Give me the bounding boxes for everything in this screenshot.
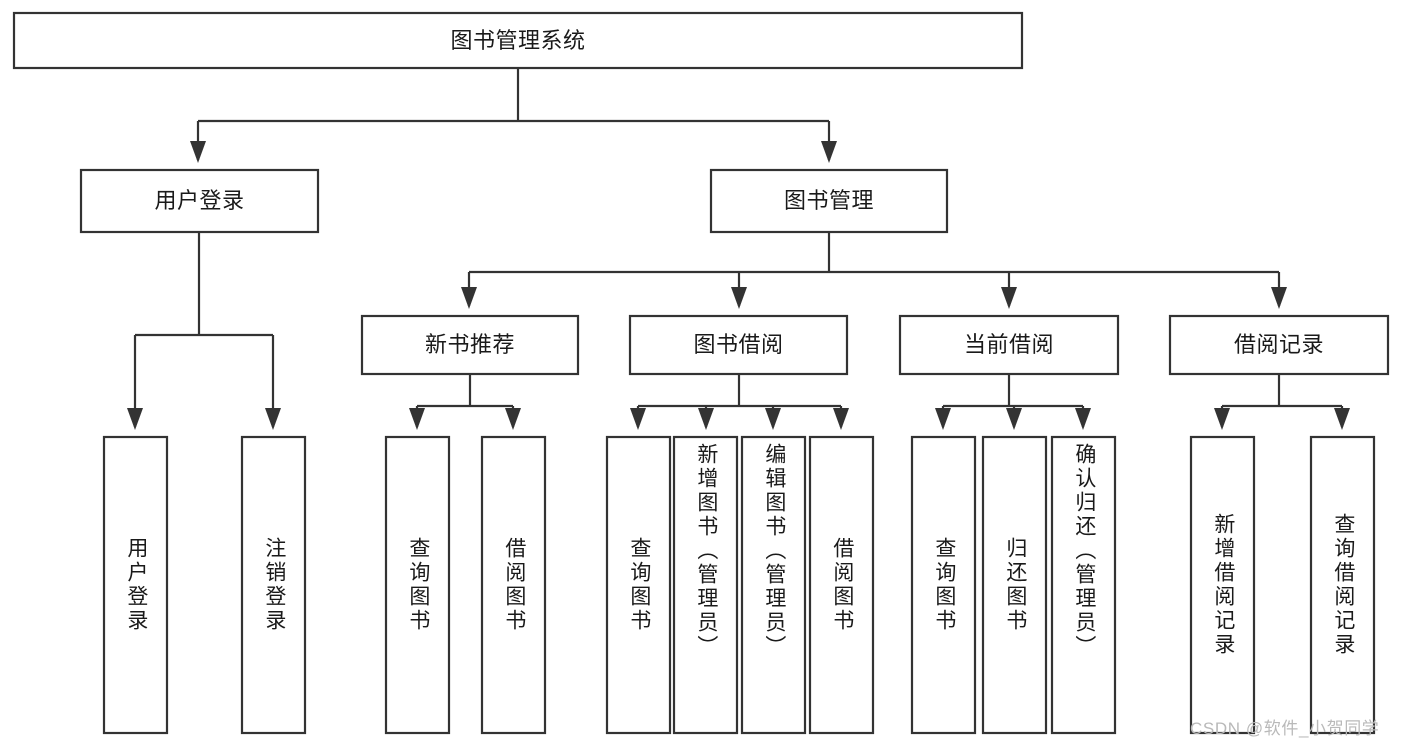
node-box-leaf-add-book-admin[interactable]: [672, 435, 739, 735]
node-label-leaf-edit-book-admin: 编辑图书（管理员）: [762, 443, 786, 659]
edge-to-leaf-edit-book-arrowhead: [765, 408, 781, 430]
node-box-book-borrow[interactable]: [628, 314, 849, 376]
edge-to-leaf-user-login-arrowhead: [127, 408, 143, 430]
edge-to-leaf-query-cur-arrowhead: [935, 408, 951, 430]
node-box-leaf-query-book-cur[interactable]: [910, 435, 977, 735]
edge-to-current-borrow-arrowhead: [1001, 287, 1017, 309]
node-box-leaf-edit-book-admin[interactable]: [740, 435, 807, 735]
node-box-leaf-query-book-rec[interactable]: [384, 435, 451, 735]
edge-to-leaf-add-book-arrowhead: [698, 408, 714, 430]
edge-to-leaf-query-rec-arrowhead: [409, 408, 425, 430]
node-label-new-book-recommend: 新书推荐: [424, 332, 515, 358]
node-layer: [12, 11, 1390, 735]
node-label-leaf-query-book-cur: 查询图书: [932, 537, 956, 633]
node-box-leaf-borrow-book-rec[interactable]: [480, 435, 547, 735]
node-box-leaf-confirm-return-admin[interactable]: [1050, 435, 1117, 735]
node-box-leaf-logout[interactable]: [240, 435, 307, 735]
edge-to-leaf-return-arrowhead: [1006, 408, 1022, 430]
node-label-leaf-return-book: 归还图书: [1003, 537, 1027, 633]
node-box-leaf-return-book[interactable]: [981, 435, 1048, 735]
node-label-leaf-borrow-book-rec: 借阅图书: [502, 537, 526, 633]
node-box-current-borrow[interactable]: [898, 314, 1120, 376]
node-box-leaf-query-borrow-record[interactable]: [1309, 435, 1376, 735]
edge-to-book-borrow-arrowhead: [731, 287, 747, 309]
edge-to-book-manage-arrowhead: [821, 141, 837, 163]
edge-layer: [127, 68, 1350, 430]
node-label-user-login: 用户登录: [154, 188, 245, 214]
edge-to-leaf-confirm-arrowhead: [1075, 408, 1091, 430]
node-label-leaf-query-borrow-record: 查询借阅记录: [1331, 513, 1355, 657]
node-label-leaf-confirm-return-admin: 确认归还（管理员）: [1072, 443, 1096, 659]
node-label-leaf-add-book-admin: 新增图书（管理员）: [694, 443, 718, 659]
edge-to-leaf-query-book-arrowhead: [630, 408, 646, 430]
node-box-leaf-add-borrow-record[interactable]: [1189, 435, 1256, 735]
node-box-book-manage[interactable]: [709, 168, 949, 234]
node-box-leaf-query-book[interactable]: [605, 435, 672, 735]
node-label-leaf-add-borrow-record: 新增借阅记录: [1211, 513, 1235, 657]
node-label-leaf-borrow-book: 借阅图书: [830, 537, 854, 633]
node-label-leaf-query-book-rec: 查询图书: [406, 537, 430, 633]
node-box-root[interactable]: [12, 11, 1024, 70]
node-label-leaf-user-login: 用户登录: [124, 537, 148, 633]
edge-to-leaf-borrow-rec-arrowhead: [505, 408, 521, 430]
edge-to-leaf-add-rec-arrowhead: [1214, 408, 1230, 430]
edge-to-borrow-record-arrowhead: [1271, 287, 1287, 309]
node-box-user-login[interactable]: [79, 168, 320, 234]
node-label-root: 图书管理系统: [450, 27, 586, 53]
edge-to-leaf-borrow-book-arrowhead: [833, 408, 849, 430]
node-box-leaf-user-login[interactable]: [102, 435, 169, 735]
node-label-leaf-query-book: 查询图书: [627, 537, 651, 633]
csdn-watermark: CSDN @软件_小贺同学: [1190, 719, 1380, 738]
node-box-borrow-record[interactable]: [1168, 314, 1390, 376]
edge-to-new-book-arrowhead: [461, 287, 477, 309]
edge-to-user-login-arrowhead: [190, 141, 206, 163]
node-label-leaf-logout: 注销登录: [262, 537, 286, 633]
edge-to-leaf-logout-arrowhead: [265, 408, 281, 430]
node-label-book-borrow: 图书借阅: [693, 332, 784, 358]
node-box-new-book-recommend[interactable]: [360, 314, 580, 376]
node-box-leaf-borrow-book[interactable]: [808, 435, 875, 735]
node-label-book-manage: 图书管理: [783, 188, 874, 214]
node-label-current-borrow: 当前借阅: [963, 332, 1054, 358]
node-label-borrow-record: 借阅记录: [1233, 332, 1324, 358]
edge-to-leaf-query-rec2-arrowhead: [1334, 408, 1350, 430]
